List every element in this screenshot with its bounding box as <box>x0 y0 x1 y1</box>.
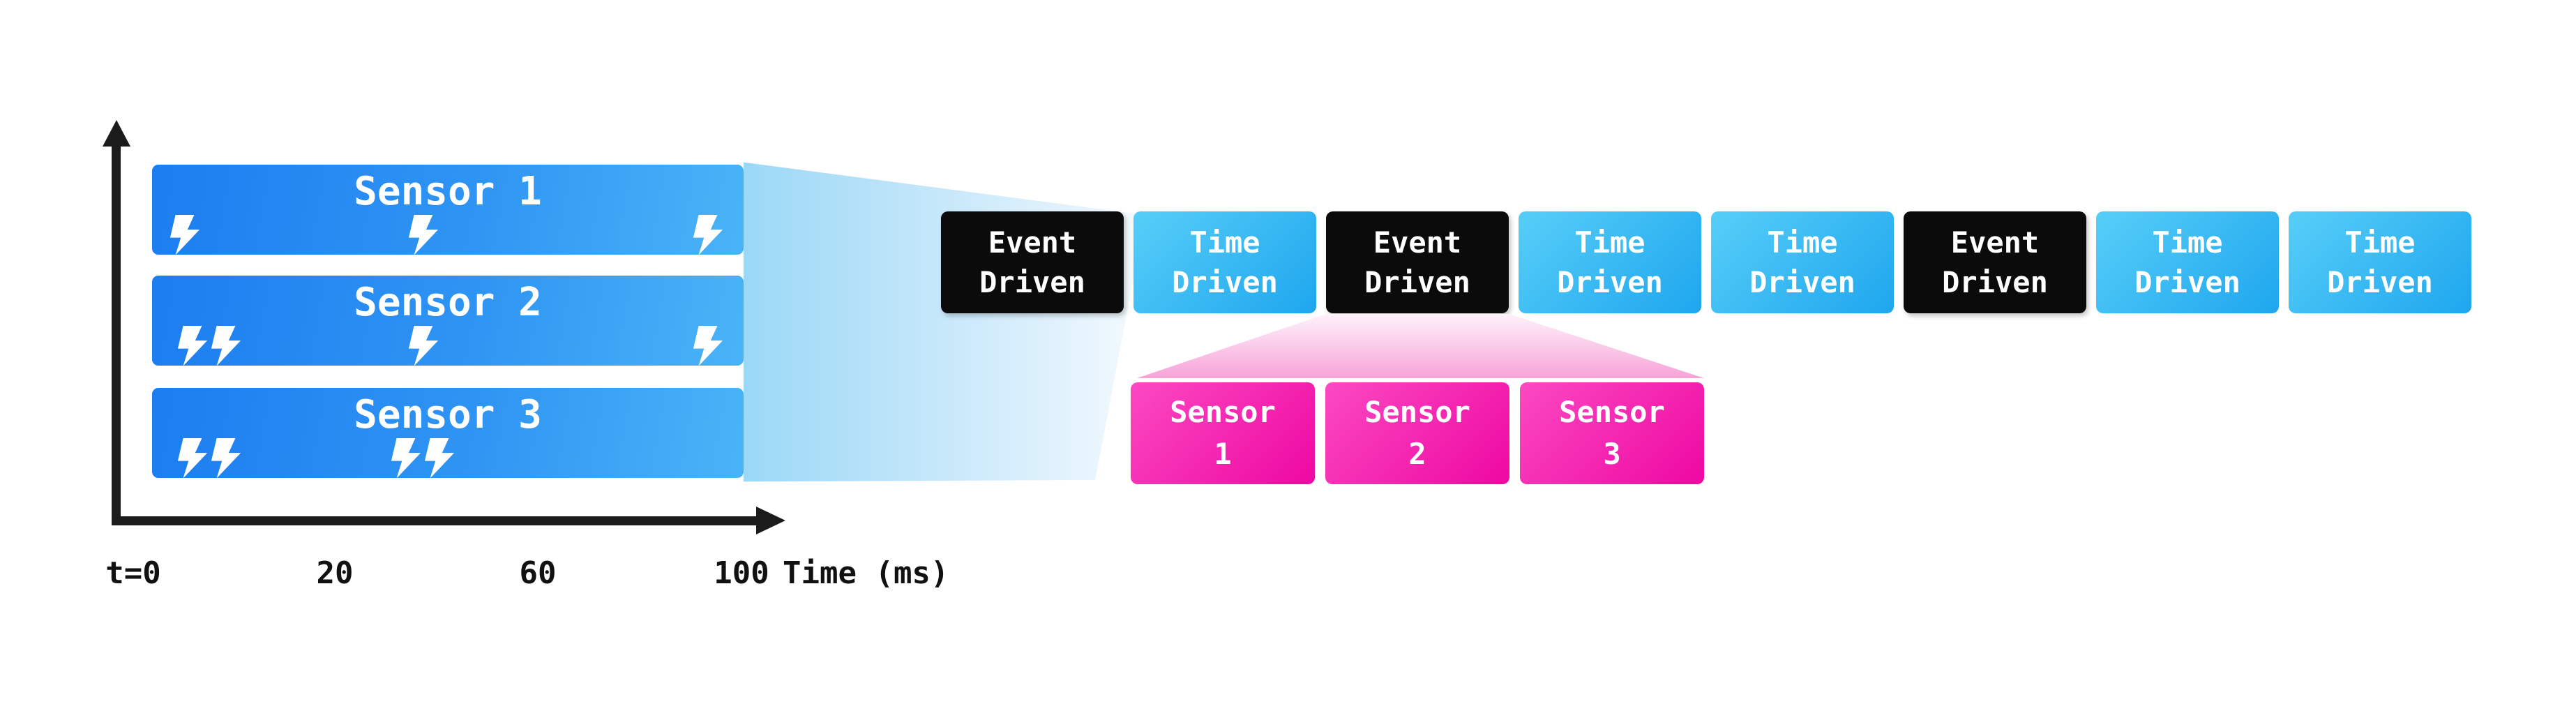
sensor-bar-label: Sensor 1 <box>354 169 542 214</box>
block-label-line: Driven <box>2134 265 2240 299</box>
lightning-bolt-icon <box>692 215 724 255</box>
block-label-line: Time <box>1574 225 1645 260</box>
lightning-bolt-icon <box>391 438 421 479</box>
breakdown-sensor-block: Sensor 1 <box>1131 382 1315 484</box>
block-label-line: Driven <box>2327 265 2433 299</box>
block-label-line: Driven <box>1557 265 1663 299</box>
lightning-bolt-icon <box>169 215 201 255</box>
lightning-bolt-icon <box>177 326 208 366</box>
lightning-bolt-icon <box>177 438 208 479</box>
lightning-bolt-icon <box>408 326 439 366</box>
block-label-line: Event <box>1373 225 1462 260</box>
lightning-bolt-icon <box>407 215 439 255</box>
block-label-line: Time <box>2152 225 2223 260</box>
lightning-bolt-icon <box>211 326 241 366</box>
lightning-bolt-icon <box>408 215 439 255</box>
block-label-line: Event <box>1950 225 2040 260</box>
block-label-line: Driven <box>1364 265 1470 299</box>
x-axis-label: Time (ms) <box>783 555 949 591</box>
sensor-bar: Sensor 3 <box>152 388 744 479</box>
lightning-bolt-icon <box>210 326 242 366</box>
sensor-bar-label: Sensor 2 <box>354 280 542 325</box>
sensor-bar: Sensor 1 <box>152 165 744 255</box>
lightning-bolt-icon <box>176 438 209 479</box>
breakdown-sensor-block: Sensor 3 <box>1520 382 1704 484</box>
block-label-line: Event <box>988 225 1077 260</box>
breakdown-label-line: Sensor <box>1364 395 1470 429</box>
block-label-line: Time <box>1767 225 1838 260</box>
lightning-bolt-icon <box>693 215 723 255</box>
y-axis-line <box>112 140 121 525</box>
x-axis-tick-label: 60 <box>519 555 557 591</box>
sensor-bar-label: Sensor 3 <box>354 392 542 437</box>
block-label-line: Driven <box>1172 265 1278 299</box>
block-label-line: Time <box>1189 225 1260 260</box>
breakdown-label-line: 2 <box>1408 437 1426 471</box>
breakdown-label-line: 3 <box>1603 437 1621 471</box>
x-axis-tick-label: 100 <box>714 555 769 591</box>
zoom-beam <box>744 162 1146 482</box>
sensor-bar: Sensor 2 <box>152 276 744 366</box>
lightning-bolt-icon <box>211 438 241 479</box>
x-axis-arrowhead-icon <box>756 507 785 534</box>
lightning-bolt-icon <box>423 438 455 479</box>
block-label-line: Driven <box>1749 265 1855 299</box>
x-axis-line <box>112 516 759 525</box>
lightning-bolt-icon <box>170 215 200 255</box>
lightning-bolt-icon <box>424 438 455 479</box>
x-axis-tick-label: t=0 <box>105 555 161 591</box>
lightning-bolt-icon <box>176 326 209 366</box>
block-label-line: Driven <box>979 265 1085 299</box>
lightning-bolt-icon <box>693 326 723 366</box>
lightning-bolt-icon <box>692 326 724 366</box>
breakdown-label-line: 1 <box>1214 437 1232 471</box>
x-axis-tick-label: 20 <box>316 555 354 591</box>
lightning-bolt-icon <box>390 438 422 479</box>
block-label-line: Driven <box>1942 265 2048 299</box>
breakdown-label-line: Sensor <box>1559 395 1665 429</box>
breakdown-sensor-block: Sensor 2 <box>1325 382 1509 484</box>
block-label-line: Time <box>2344 225 2416 260</box>
lightning-bolt-icon <box>210 438 242 479</box>
zoom-funnel <box>1137 314 1704 378</box>
lightning-bolt-icon <box>407 326 439 366</box>
breakdown-label-line: Sensor <box>1170 395 1276 429</box>
